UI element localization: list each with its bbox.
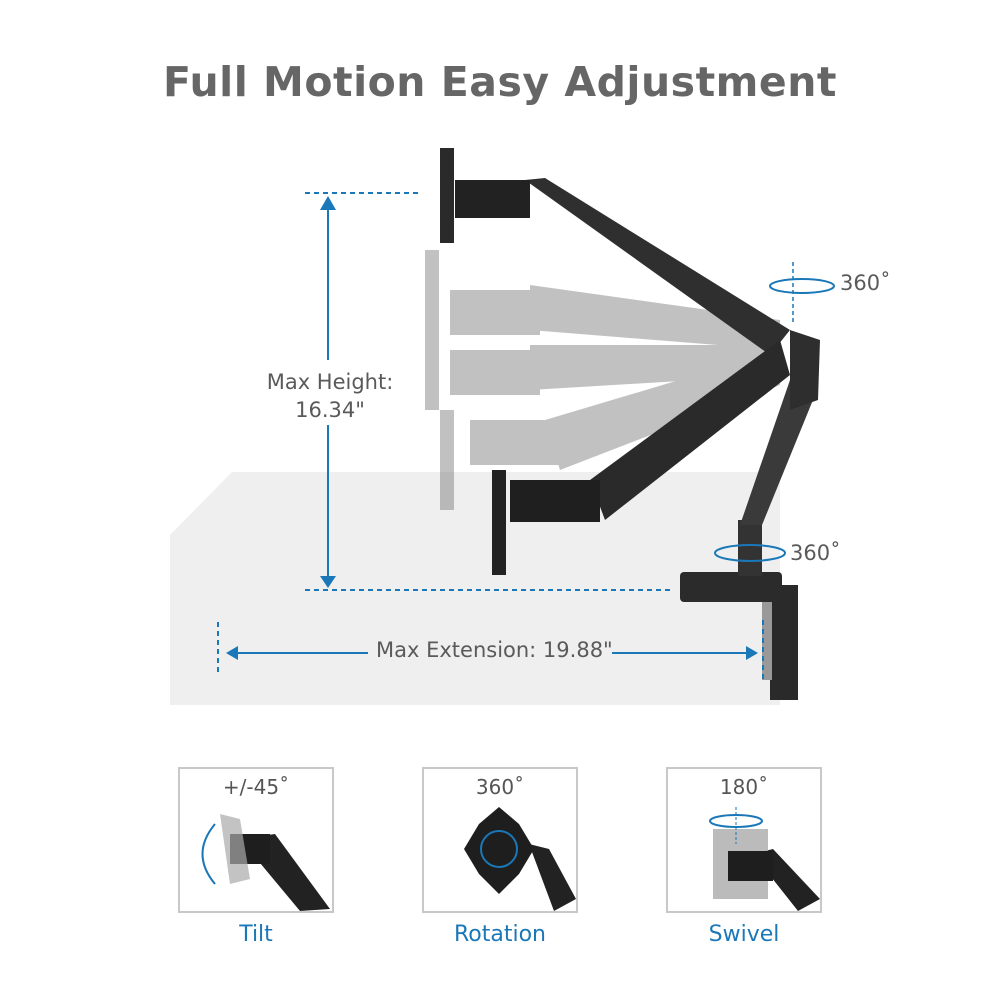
tilt-arrow-icon	[201, 823, 216, 885]
rotate-base-icon	[714, 544, 786, 562]
swivel-panel: 180˚	[666, 767, 822, 913]
swivel-arrow-icon	[709, 814, 763, 828]
vesa-plate-icon	[464, 807, 534, 894]
desk-surface	[170, 472, 780, 705]
rotation-panel: 360˚	[422, 767, 578, 913]
page-title: Full Motion Easy Adjustment	[162, 58, 837, 106]
tilt-caption: Tilt	[239, 922, 273, 947]
swivel-degree: 180˚	[719, 775, 769, 799]
rotate-top-icon	[769, 278, 835, 294]
top-rotation-label: 360˚	[840, 271, 891, 295]
base-rotation-label: 360˚	[790, 541, 841, 565]
swivel-caption: Swivel	[708, 922, 780, 947]
tilt-degree: +/-45˚	[222, 775, 290, 799]
rotation-degree: 360˚	[475, 775, 525, 799]
desk-clamp	[770, 585, 798, 700]
tilt-panel: +/-45˚	[178, 767, 334, 913]
arm-pole	[738, 520, 762, 576]
upper-arm-top	[525, 178, 790, 355]
upper-arm-bottom	[590, 340, 790, 520]
rotation-arrow-icon	[480, 830, 518, 868]
max-height-label: Max Height: 16.34"	[266, 370, 394, 422]
rotation-caption: Rotation	[453, 922, 546, 947]
lower-arm	[740, 380, 815, 525]
max-extension-label: Max Extension: 19.88"	[376, 638, 613, 662]
arm-base	[680, 572, 782, 602]
